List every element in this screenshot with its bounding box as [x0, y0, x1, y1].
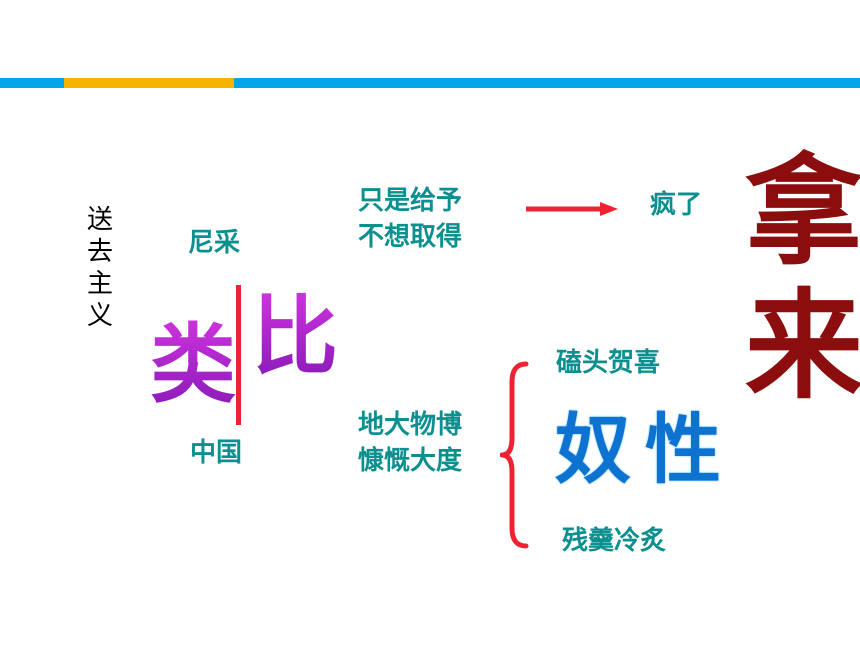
- top-yellow-accent: [64, 78, 234, 88]
- analogy-divider-line: [236, 285, 241, 425]
- analogy-big-right: 比: [252, 287, 338, 387]
- lower-branch-line2: 慷慨大度: [358, 446, 463, 476]
- lower-branch-line1: 地大物博: [358, 410, 463, 440]
- lower-branch-center-word: 奴性: [555, 405, 735, 494]
- right-arrow-icon: [524, 198, 619, 220]
- analogy-top-label: 尼采: [188, 228, 241, 258]
- vertical-title-char: 主: [86, 269, 113, 299]
- vertical-title-char: 送: [86, 205, 113, 235]
- upper-branch-result: 疯了: [650, 190, 703, 220]
- analogy-bottom-label: 中国: [190, 438, 243, 468]
- vertical-title-char: 去: [86, 237, 113, 267]
- left-brace-icon: [499, 360, 530, 550]
- vertical-title-char: 义: [86, 301, 113, 331]
- right-title-char1: 拿: [745, 142, 860, 281]
- top-blue-bar: [0, 78, 860, 88]
- upper-branch-line2: 不想取得: [358, 222, 463, 252]
- upper-branch-line1: 只是给予: [358, 186, 463, 216]
- lower-branch-top-item: 磕头贺喜: [556, 348, 661, 378]
- lower-branch-bottom-item: 残羹冷炙: [562, 526, 667, 556]
- right-title-char2: 来: [745, 276, 860, 415]
- vertical-title: 送 去 主 义: [84, 204, 116, 332]
- analogy-big-left: 类: [150, 315, 236, 415]
